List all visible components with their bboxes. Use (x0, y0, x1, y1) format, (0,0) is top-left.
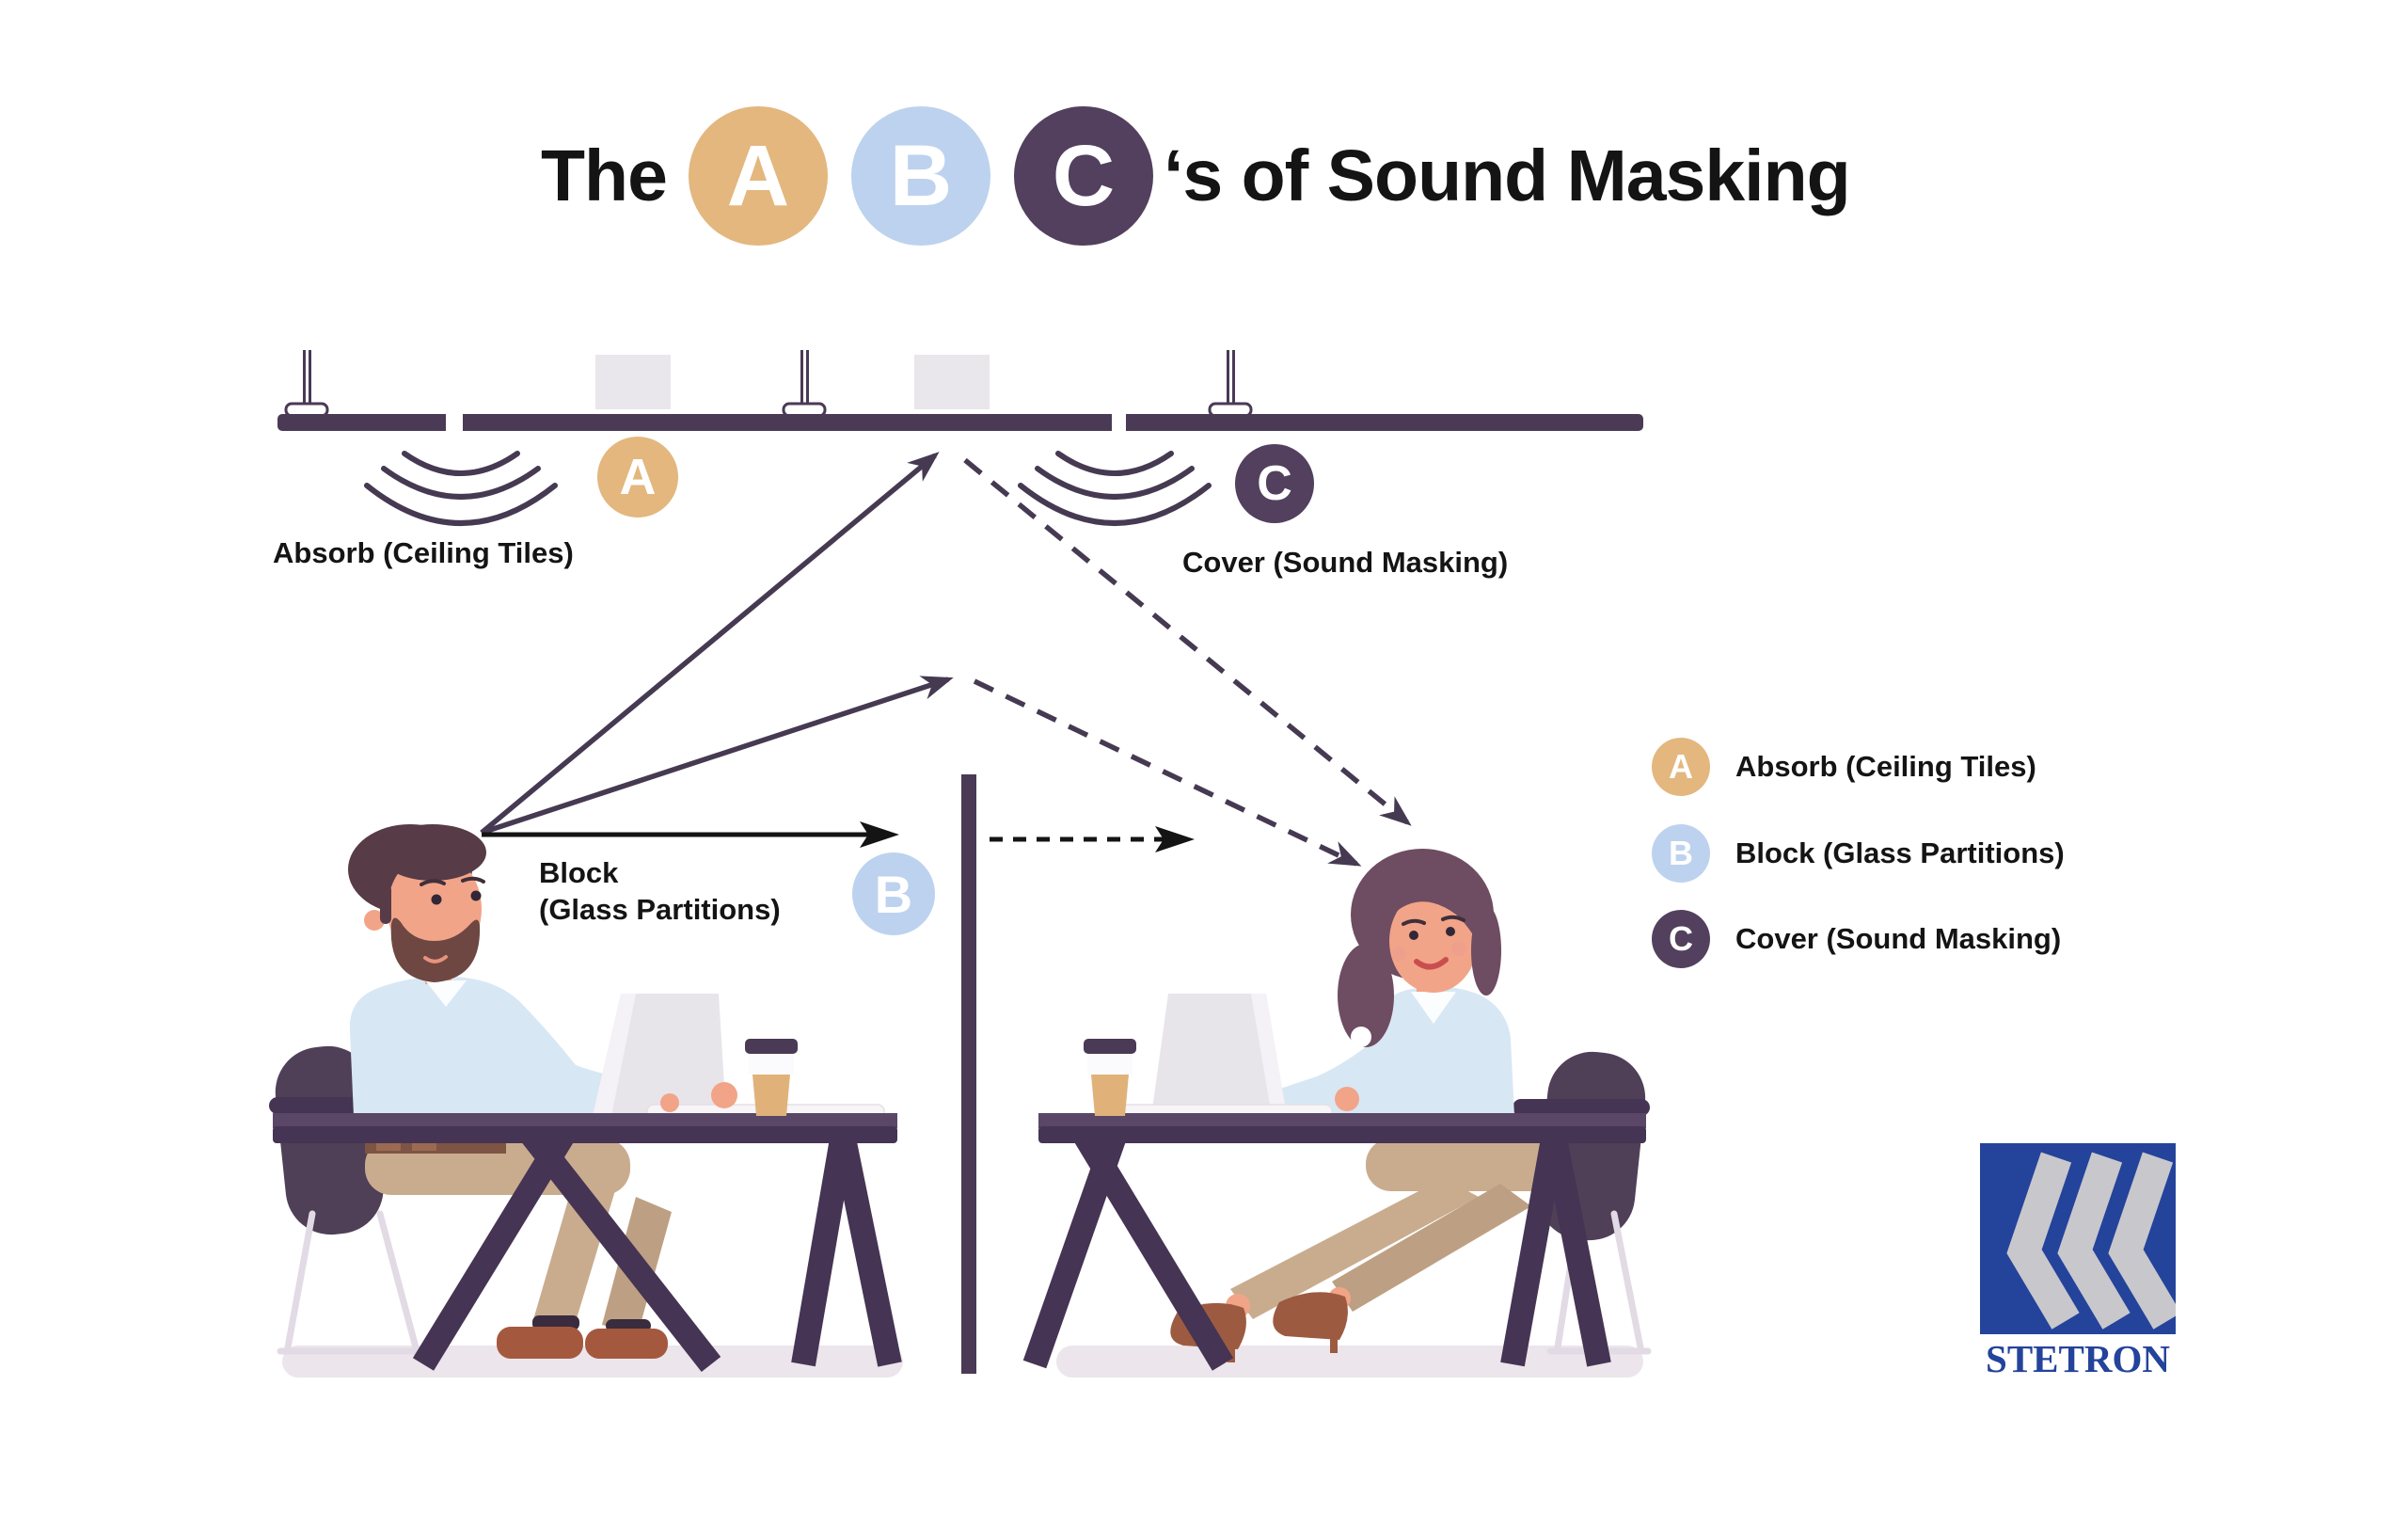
ceiling-speaker-icon (284, 350, 329, 418)
ceiling (277, 350, 1643, 433)
dashed-arrow-over-partition (973, 678, 1362, 867)
desk-top (1038, 1113, 1646, 1128)
block-badge: B (852, 852, 935, 935)
shoe (497, 1327, 583, 1359)
coffee-cup (745, 1039, 798, 1116)
page-title-the: The (541, 135, 668, 216)
sound-wave-icon (1018, 451, 1212, 526)
legend-item-block: B Block (Glass Partitions) (1652, 824, 2065, 883)
desk-top (273, 1113, 897, 1128)
legend-label-absorb: Absorb (Ceiling Tiles) (1735, 750, 2036, 783)
sound-path-arrows (480, 452, 1412, 867)
legend-label-cover: Cover (Sound Masking) (1735, 922, 2062, 955)
coffee-cup (1084, 1039, 1136, 1116)
ceiling-vent (595, 355, 671, 409)
stetron-logo-text: STETRON (1986, 1337, 2170, 1380)
dashed-arrow-from-ceiling (963, 457, 1412, 826)
ceiling-speaker-icon (782, 350, 827, 418)
laptop (593, 994, 885, 1119)
block-label-line2: (Glass Partitions) (539, 893, 781, 926)
arrow-to-ceiling (480, 452, 940, 836)
page-title-suffix: ‘s of Sound Masking (1164, 135, 1851, 216)
arrow-over-partition (481, 676, 954, 836)
legend-badge-c: C (1652, 910, 1710, 968)
woman-at-desk (1096, 849, 1568, 1362)
legend-badge-a: A (1652, 738, 1710, 796)
legend-item-absorb: A Absorb (Ceiling Tiles) (1652, 738, 2036, 796)
cover-label: Cover (Sound Masking) (1182, 546, 1509, 579)
block-label-line1: Block (539, 856, 619, 889)
title-badge-c: C (1014, 106, 1153, 246)
desk (1022, 1127, 1611, 1371)
title-badge-b: B (851, 106, 990, 246)
stetron-logo (1980, 1143, 2176, 1334)
block-label: Block (Glass Partitions) (539, 854, 781, 928)
ceiling-speaker-icon (1208, 350, 1253, 418)
absorb-label: Absorb (Ceiling Tiles) (273, 536, 574, 569)
man-at-desk (348, 824, 885, 1359)
glass-partition (961, 774, 976, 1374)
cover-badge: C (1235, 444, 1314, 523)
desk (412, 1125, 902, 1373)
legend-badge-b: B (1652, 824, 1710, 883)
high-heel-shoe (1273, 1292, 1348, 1340)
shoe (585, 1329, 668, 1359)
absorb-badge: A (597, 437, 678, 518)
title-badge-a: A (689, 106, 828, 246)
ceiling-vent (914, 355, 990, 409)
sound-wave-icon (364, 451, 558, 526)
legend-label-block: Block (Glass Partitions) (1735, 836, 2065, 869)
legend-item-cover: C Cover (Sound Masking) (1652, 910, 2061, 968)
